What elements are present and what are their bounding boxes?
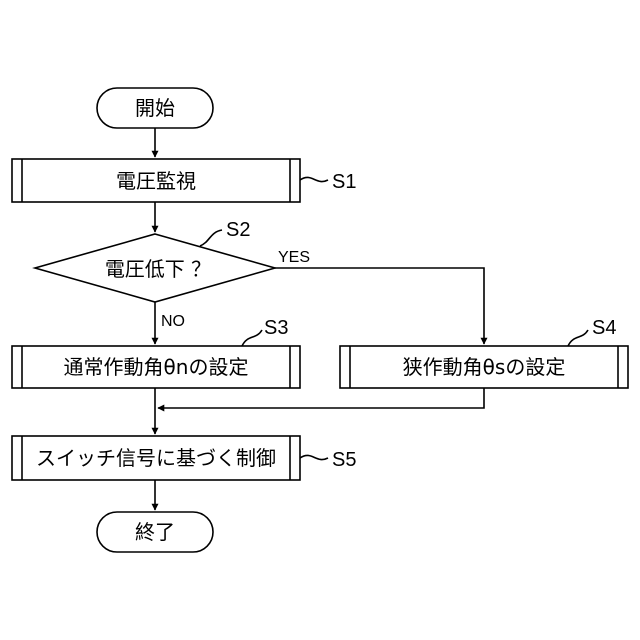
s3-step-label: S3 (264, 317, 288, 339)
s4-step-leader (568, 330, 588, 346)
connector-s4-merge (158, 388, 484, 408)
connector-s2-s4 (275, 268, 484, 344)
s1-step-label: S1 (332, 171, 356, 193)
s1-step-leader (300, 177, 328, 181)
start-label: 開始 (135, 96, 175, 120)
s3-step-leader (242, 330, 262, 346)
process-s5: スイッチ信号に基づく制御 (12, 436, 300, 480)
s4-step-label: S4 (592, 317, 616, 339)
process-s1: 電圧監視 (12, 159, 300, 202)
decision-s2: 電圧低下 ？ (35, 234, 275, 302)
start-terminal: 開始 (97, 88, 213, 128)
process-s4: 狭作動角θsの設定 (340, 346, 628, 388)
yes-branch-label: YES (278, 249, 310, 266)
no-branch-label: NO (161, 313, 185, 330)
end-terminal: 終了 (97, 512, 213, 552)
process-s3: 通常作動角θnの設定 (12, 346, 300, 388)
s4-label: 狭作動角θsの設定 (403, 355, 566, 379)
s2-label: 電圧低下 ？ (105, 257, 211, 281)
s2-step-leader (200, 230, 222, 246)
s5-step-label: S5 (332, 449, 356, 471)
end-label: 終了 (135, 520, 175, 544)
s3-label: 通常作動角θnの設定 (64, 355, 249, 379)
s5-step-leader (300, 455, 328, 459)
s1-label: 電圧監視 (116, 169, 196, 193)
s5-label: スイッチ信号に基づく制御 (36, 446, 276, 470)
s2-step-label: S2 (226, 219, 250, 241)
